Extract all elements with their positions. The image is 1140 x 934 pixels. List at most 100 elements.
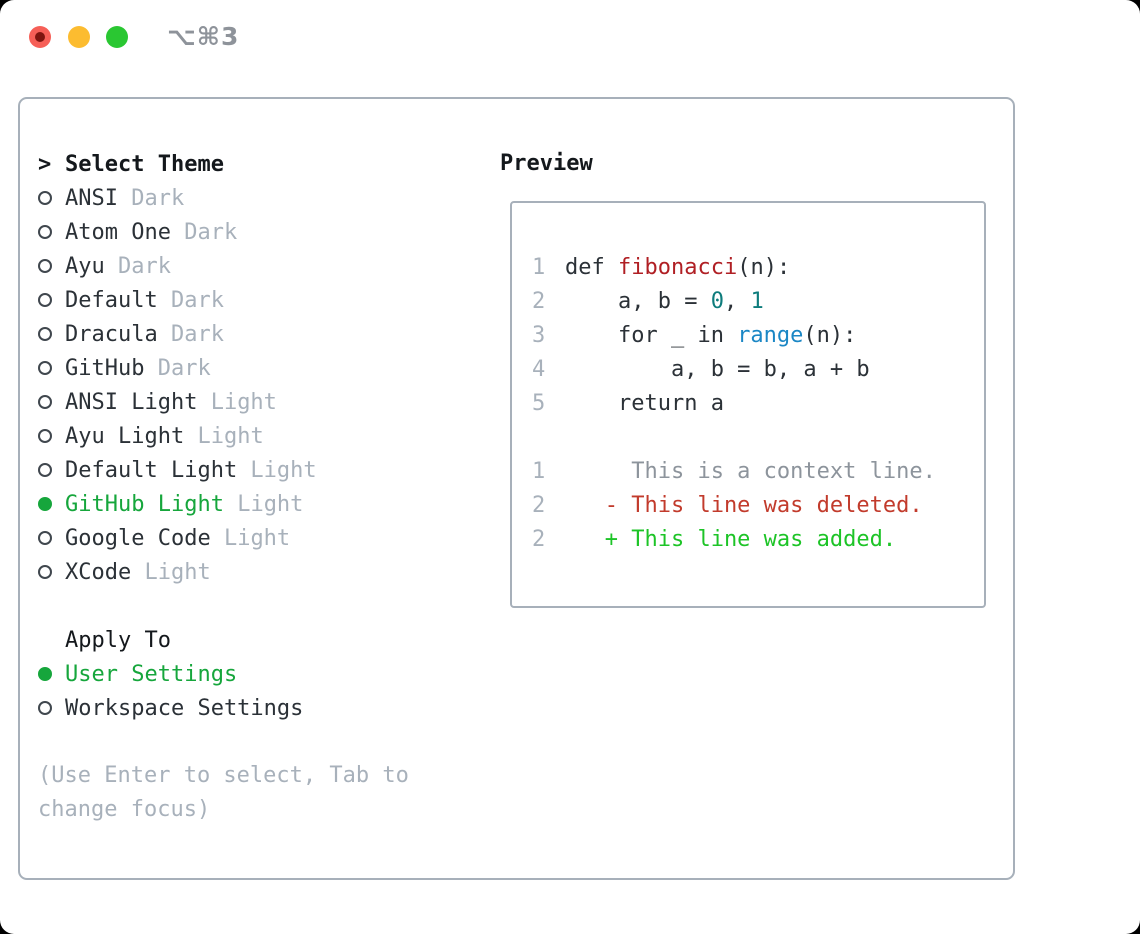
line-number: 3 [532, 323, 546, 348]
radio-selected-icon [38, 667, 52, 681]
bullet-col [38, 327, 65, 341]
line-number: 1 [532, 255, 546, 280]
theme-variant: Light [197, 389, 277, 415]
code-line [532, 421, 984, 455]
maximize-button[interactable] [106, 26, 128, 48]
bullet-col [38, 497, 65, 511]
line-number: 2 [532, 527, 546, 552]
code-line: 2 - This line was deleted. [532, 489, 984, 523]
theme-option-github-light[interactable]: GitHub Light Light [38, 487, 448, 521]
theme-name: Default [65, 287, 158, 313]
unsaved-dot-icon [35, 32, 45, 42]
code-segment-deleted: - This line was deleted. [565, 493, 923, 518]
theme-option-ansi-light[interactable]: ANSI Light Light [38, 385, 448, 419]
apply-option-label: User Settings [65, 661, 238, 687]
preview-header: Preview [500, 151, 593, 176]
apply-to-header-row: Apply To [38, 623, 448, 657]
code-segment-plain: a, b = b, a + b [565, 357, 870, 382]
bullet-col [38, 701, 65, 715]
line-number: 1 [532, 459, 546, 484]
theme-option-default-light[interactable]: Default Light Light [38, 453, 448, 487]
bullet-col [38, 293, 65, 307]
theme-option-xcode[interactable]: XCode Light [38, 555, 448, 589]
window-title: ⌥⌘3 [167, 22, 240, 51]
radio-icon [38, 259, 52, 273]
theme-name: Google Code [65, 525, 211, 551]
prompt-caret-icon: > [38, 151, 52, 177]
radio-icon [38, 327, 52, 341]
select-theme-header-row: > Select Theme [38, 147, 448, 181]
code-segment-plain: a, b = [565, 289, 711, 314]
theme-name: Atom One [65, 219, 171, 245]
close-button[interactable] [29, 26, 51, 48]
bullet-col [38, 395, 65, 409]
bullet-col [38, 259, 65, 273]
radio-icon [38, 531, 52, 545]
theme-variant: Dark [157, 287, 224, 313]
radio-icon [38, 225, 52, 239]
minimize-button[interactable] [68, 26, 90, 48]
bullet-col [38, 667, 65, 681]
apply-to-header: Apply To [65, 627, 171, 653]
code-segment-plain: (n): [737, 255, 791, 280]
theme-option-dracula[interactable]: Dracula Dark [38, 317, 448, 351]
code-line: 5 return a [532, 387, 984, 421]
code-line: 2 a, b = 0, 1 [532, 285, 984, 319]
radio-icon [38, 701, 52, 715]
spacer [38, 589, 448, 623]
theme-option-atom-one[interactable]: Atom One Dark [38, 215, 448, 249]
apply-option-workspace-settings[interactable]: Workspace Settings [38, 691, 448, 725]
hint-text: (Use Enter to select, Tab to change focu… [38, 763, 409, 822]
code-line: 3 for _ in range(n): [532, 319, 984, 353]
line-number: 2 [532, 493, 546, 518]
select-theme-header: Select Theme [65, 151, 224, 177]
theme-variant: Dark [157, 321, 224, 347]
theme-variant: Light [210, 525, 291, 551]
spacer [38, 725, 448, 759]
bullet-col [38, 429, 65, 443]
radio-icon [38, 463, 52, 477]
code-segment-plain: def [565, 255, 618, 280]
code-segment-plain: return a [565, 391, 724, 416]
code-segment-plain: , [723, 289, 751, 314]
theme-name: Dracula [65, 321, 158, 347]
theme-variant: Dark [117, 185, 185, 211]
theme-variant: Light [184, 423, 264, 449]
code-segment-builtin: range [737, 323, 804, 348]
code-line: 2 + This line was added. [532, 523, 984, 557]
theme-name: GitHub [65, 355, 145, 381]
theme-name: XCode [65, 559, 132, 585]
bullet-col [38, 361, 65, 375]
apply-option-user-settings[interactable]: User Settings [38, 657, 448, 691]
theme-name: Ayu Light [65, 423, 185, 449]
bullet-col [38, 225, 65, 239]
code-segment-added: + This line was added. [565, 527, 897, 552]
line-number: 2 [532, 289, 546, 314]
theme-name: ANSI [65, 185, 118, 211]
theme-option-github[interactable]: GitHub Dark [38, 351, 448, 385]
line-number [532, 421, 565, 455]
theme-option-ansi[interactable]: ANSI Dark [38, 181, 448, 215]
theme-option-ayu-light[interactable]: Ayu Light Light [38, 419, 448, 453]
line-number: 5 [532, 391, 546, 416]
code-segment-plain: for _ in [565, 323, 738, 348]
code-segment-number: 1 [750, 289, 764, 314]
theme-option-default[interactable]: Default Dark [38, 283, 448, 317]
theme-variant: Light [223, 491, 304, 517]
code-line: 4 a, b = b, a + b [532, 353, 984, 387]
theme-variant: Dark [170, 219, 238, 245]
theme-name: Default Light [65, 457, 238, 483]
theme-option-google-code[interactable]: Google Code Light [38, 521, 448, 555]
radio-icon [38, 429, 52, 443]
theme-variant: Dark [104, 253, 171, 279]
radio-icon [38, 293, 52, 307]
theme-option-ayu[interactable]: Ayu Dark [38, 249, 448, 283]
apply-option-label: Workspace Settings [65, 695, 304, 721]
code-segment-context: This is a context line. [565, 459, 936, 484]
